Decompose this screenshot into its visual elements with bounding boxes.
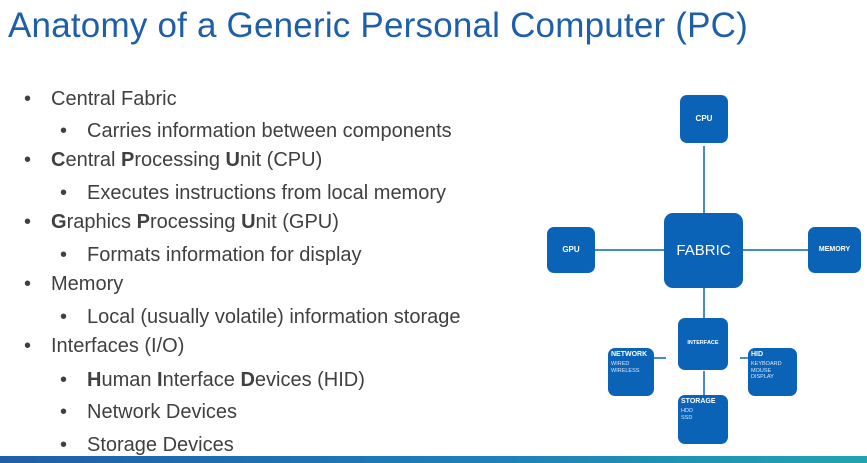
network-box: NETWORK WIRED WIRELESS bbox=[608, 348, 654, 396]
bullet-list: • Central Fabric • Carries information bet… bbox=[24, 88, 461, 457]
sub-bullet-hid: • Human Interface Devices (HID) bbox=[60, 369, 365, 392]
bullet-dot: • bbox=[24, 149, 32, 171]
bullet-text: Memory bbox=[51, 273, 124, 295]
bullet-text: nit (CPU) bbox=[240, 149, 323, 171]
bullet-text: Formats information for display bbox=[87, 244, 362, 266]
bullet-dot: • bbox=[60, 182, 68, 204]
sub-bullet-formats: • Formats information for display bbox=[60, 244, 362, 267]
bullet-initial: I bbox=[157, 369, 163, 391]
hid-label: HID bbox=[751, 351, 764, 358]
memory-label: MEMORY bbox=[818, 246, 851, 253]
bullet-dot: • bbox=[24, 211, 32, 233]
bullet-initial: P bbox=[121, 149, 135, 171]
storage-items: HDD SSD bbox=[681, 408, 693, 421]
network-label: NETWORK bbox=[611, 351, 648, 358]
footer-accent-bar bbox=[0, 456, 867, 463]
bullet-initial: D bbox=[240, 369, 255, 391]
network-item-wireless: WIRELESS bbox=[611, 367, 640, 374]
bullet-memory: • Memory bbox=[24, 273, 123, 296]
bullet-initial: G bbox=[51, 211, 67, 233]
interface-box: INTERFACE bbox=[678, 318, 728, 370]
bullet-cpu: • Central Processing Unit (CPU) bbox=[24, 149, 322, 172]
storage-item-ssd: SSD bbox=[681, 414, 693, 421]
sub-bullet-local-storage: • Local (usually volatile) information st… bbox=[60, 306, 461, 329]
cpu-box: CPU bbox=[680, 95, 728, 143]
bullet-text: rocessing bbox=[149, 211, 242, 233]
bullet-text: evices (HID) bbox=[254, 369, 365, 391]
memory-box: MEMORY bbox=[808, 227, 861, 273]
storage-label: STORAGE bbox=[681, 398, 716, 405]
sub-bullet-carries-info: • Carries information between components bbox=[60, 120, 452, 143]
bullet-initial: C bbox=[51, 149, 66, 171]
hid-items: KEYBOARD MOUSE DISPLAY bbox=[751, 361, 782, 381]
storage-item-hdd: HDD bbox=[681, 408, 693, 414]
bullet-initial: U bbox=[225, 149, 240, 171]
bullet-text: Interfaces (I/O) bbox=[51, 335, 185, 357]
bullet-text: Executes instructions from local memory bbox=[87, 182, 447, 204]
slide-title: Anatomy of a Generic Personal Computer (… bbox=[8, 6, 749, 45]
bullet-text: Carries information between components bbox=[87, 120, 452, 142]
bullet-interfaces: • Interfaces (I/O) bbox=[24, 335, 184, 358]
bullet-text: rocessing bbox=[134, 149, 226, 171]
fabric-box: FABRIC bbox=[664, 213, 743, 288]
gpu-label: GPU bbox=[562, 245, 580, 254]
bullet-dot: • bbox=[60, 369, 68, 391]
bullet-dot: • bbox=[60, 244, 68, 266]
bullet-initial: H bbox=[87, 369, 102, 391]
bullet-text: entral bbox=[65, 149, 122, 171]
bullet-dot: • bbox=[60, 120, 68, 142]
bullet-text: nterface bbox=[162, 369, 241, 391]
cpu-label: CPU bbox=[695, 114, 713, 123]
bullet-text: Local (usually volatile) information sto… bbox=[87, 306, 461, 328]
bullet-initial: P bbox=[136, 211, 150, 233]
bullet-dot: • bbox=[24, 335, 32, 357]
hid-item-display: DISPLAY bbox=[751, 374, 774, 380]
sub-bullet-executes: • Executes instructions from local memory bbox=[60, 182, 446, 205]
bullet-text: Central Fabric bbox=[51, 88, 177, 110]
bullet-text: uman bbox=[101, 369, 158, 391]
sub-bullet-network: • Network Devices bbox=[60, 401, 237, 424]
network-item-wired: WIRED bbox=[611, 361, 630, 367]
storage-box: STORAGE HDD SSD bbox=[678, 395, 728, 444]
sub-bullet-storage: • Storage Devices bbox=[60, 434, 234, 457]
bullet-dot: • bbox=[24, 88, 32, 110]
bullet-dot: • bbox=[24, 273, 32, 295]
bullet-central-fabric: • Central Fabric bbox=[24, 88, 177, 111]
network-items: WIRED WIRELESS bbox=[611, 361, 639, 374]
bullet-dot: • bbox=[60, 401, 68, 423]
bullet-dot: • bbox=[60, 434, 68, 456]
hid-item-keyboard: KEYBOARD bbox=[751, 361, 782, 367]
bullet-dot: • bbox=[60, 306, 68, 328]
gpu-box: GPU bbox=[547, 227, 595, 273]
hid-item-mouse: MOUSE bbox=[751, 367, 772, 374]
bullet-text: raphics bbox=[66, 211, 137, 233]
bullet-initial: U bbox=[241, 211, 256, 233]
fabric-label: FABRIC bbox=[676, 242, 731, 259]
bullet-text: nit (GPU) bbox=[255, 211, 339, 233]
interface-label: INTERFACE bbox=[687, 340, 719, 346]
bullet-text: Storage Devices bbox=[87, 434, 234, 456]
hid-box: HID KEYBOARD MOUSE DISPLAY bbox=[748, 348, 797, 396]
bullet-text: Network Devices bbox=[87, 401, 238, 423]
bullet-gpu: • Graphics Processing Unit (GPU) bbox=[24, 211, 339, 234]
